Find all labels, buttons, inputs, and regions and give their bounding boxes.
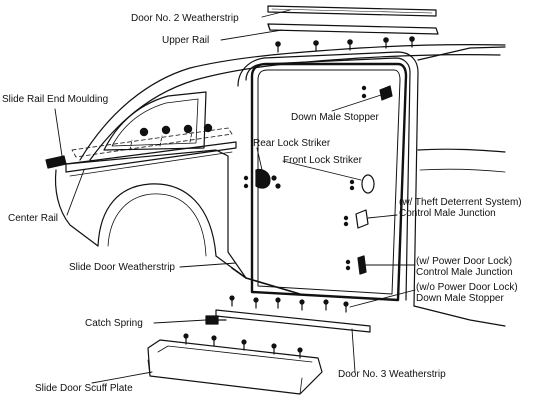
theft-deterrent-junction-part (343, 209, 369, 229)
label-door-no3-weatherstrip: Door No. 3 Weatherstrip (338, 369, 446, 380)
label-wo-power-door-lock-line1: (w/o Power Door Lock) (416, 282, 518, 293)
label-catch-spring: Catch Spring (85, 318, 143, 329)
label-wo-power-door-lock-line2: Down Male Stopper (416, 293, 504, 304)
rear-lock-striker-part (243, 168, 281, 189)
slide-door-scuff-plate-part (147, 339, 323, 395)
label-wo-power-door-lock-stopper: (w/o Power Door Lock) Down Male Stopper (416, 282, 518, 304)
slide-rail-end-moulding-part (45, 155, 67, 169)
lower-rail-screws (229, 295, 349, 313)
label-power-door-lock-line2: Control Male Junction (416, 267, 513, 278)
power-door-lock-junction-part (345, 255, 367, 275)
leader-lines (54, 9, 416, 384)
label-slide-door-weatherstrip: Slide Door Weatherstrip (69, 262, 175, 273)
upper-rail-screws (275, 36, 415, 53)
label-rear-lock-striker: Rear Lock Striker (253, 138, 331, 149)
label-slide-rail-end-moulding: Slide Rail End Moulding (2, 94, 109, 105)
slide-door-weatherstrip-part (231, 62, 408, 302)
label-theft-deterrent-junction: (w/ Theft Deterrent System) Control Male… (399, 197, 522, 219)
label-door-no2-weatherstrip: Door No. 2 Weatherstrip (131, 13, 239, 24)
label-upper-rail: Upper Rail (162, 35, 210, 46)
door-no3-weatherstrip-part (215, 309, 371, 333)
vehicle-body-outline (54, 44, 506, 327)
center-rail-bolts (139, 123, 213, 137)
upper-rail-part (267, 23, 439, 35)
label-power-door-lock-line1: (w/ Power Door Lock) (416, 256, 513, 267)
front-lock-striker-part (349, 174, 375, 194)
center-rail-part (65, 127, 237, 177)
label-slide-door-scuff-plate: Slide Door Scuff Plate (35, 383, 133, 394)
label-down-male-stopper: Down Male Stopper (291, 112, 379, 123)
label-power-door-lock-junction: (w/ Power Door Lock) Control Male Juncti… (416, 256, 513, 278)
label-theft-deterrent-line1: (w/ Theft Deterrent System) (399, 197, 522, 208)
label-center-rail: Center Rail (8, 213, 59, 224)
down-male-stopper-part (361, 85, 393, 101)
label-front-lock-striker: Front Lock Striker (283, 155, 362, 166)
label-theft-deterrent-line2: Control Male Junction (399, 208, 496, 219)
door-no2-weatherstrip-part (267, 5, 437, 17)
scuff-plate-screws (183, 333, 303, 359)
